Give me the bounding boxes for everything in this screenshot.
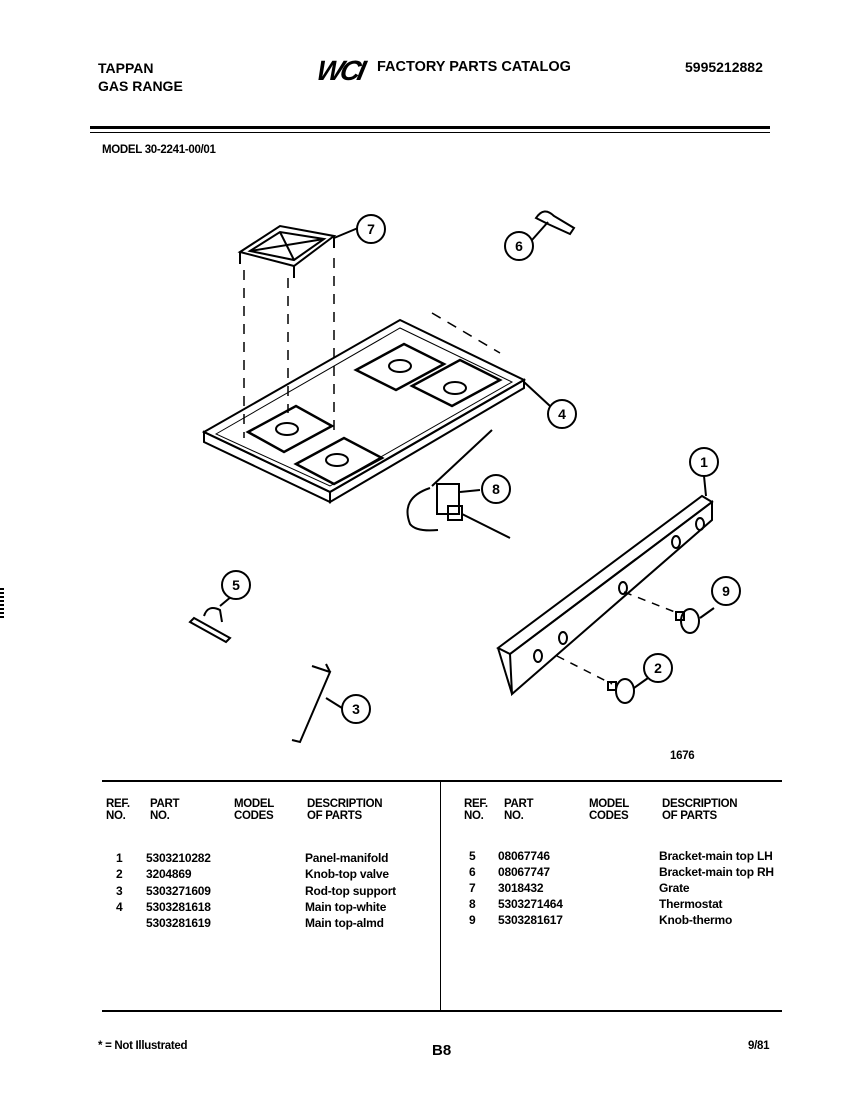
thermostat-drawing	[406, 429, 511, 539]
left-row-3-part: 5303271609	[146, 884, 211, 898]
table-rule-top	[102, 780, 782, 782]
left-row-3-ref: 3	[116, 884, 123, 898]
callout-1: 1	[689, 447, 719, 477]
header-rule-top	[90, 126, 770, 129]
bracket-rh-drawing	[531, 210, 576, 241]
svg-text:6: 6	[515, 238, 523, 254]
left-row-1-part: 5303210282	[146, 851, 211, 865]
table-center-divider	[440, 782, 441, 1010]
callout-6: 6	[504, 231, 534, 261]
header-rule-bottom	[90, 132, 770, 133]
right-row-1-desc: Bracket-main top LH	[659, 849, 773, 863]
exploded-parts-diagram: 7 6 4 8 1 5 9 2 3	[188, 210, 741, 744]
right-row-4-desc: Thermostat	[659, 897, 723, 911]
left-row-3-desc: Rod-top support	[305, 884, 396, 898]
parts-catalog-page: TAPPAN GAS RANGE WCI FACTORY PARTS CATAL…	[12, 8, 852, 1088]
model-number: MODEL 30-2241-00/01	[102, 144, 216, 156]
svg-text:8: 8	[492, 481, 500, 497]
revision-date: 9/81	[748, 1040, 770, 1052]
svg-text:3: 3	[352, 701, 360, 717]
right-row-3-desc: Grate	[659, 881, 690, 895]
callout-7: 7	[356, 214, 386, 244]
knob-thermo-drawing	[675, 608, 700, 634]
svg-text:4: 4	[558, 406, 566, 422]
callout-2: 2	[643, 653, 673, 683]
figure-number: 1676	[670, 750, 695, 762]
knob-top-valve-drawing	[607, 678, 635, 704]
callout-5: 5	[221, 570, 251, 600]
header-ref-no: REF.NO.	[464, 798, 488, 822]
right-row-4-ref: 8	[469, 897, 476, 911]
main-top-drawing	[201, 318, 527, 504]
bracket-lh-drawing	[188, 607, 232, 644]
callout-3: 3	[341, 694, 371, 724]
left-row-2-ref: 2	[116, 867, 123, 881]
left-row-5-part: 5303281619	[146, 916, 211, 930]
left-row-4-part: 5303281618	[146, 900, 211, 914]
panel-manifold-drawing	[496, 494, 714, 697]
right-row-2-part: 08067747	[498, 865, 550, 879]
right-row-5-ref: 9	[469, 913, 476, 927]
right-row-4-part: 5303271464	[498, 897, 563, 911]
left-row-2-desc: Knob-top valve	[305, 867, 389, 881]
callout-9: 9	[711, 576, 741, 606]
left-row-1-desc: Panel-manifold	[305, 851, 389, 865]
table-rule-bottom	[102, 1010, 782, 1012]
catalog-number: 5995212882	[685, 59, 763, 75]
right-row-5-desc: Knob-thermo	[659, 913, 733, 927]
right-row-1-part: 08067746	[498, 849, 550, 863]
svg-text:5: 5	[232, 577, 240, 593]
callout-4: 4	[547, 399, 577, 429]
left-row-4-ref: 4	[116, 900, 123, 914]
product-type: GAS RANGE	[98, 78, 183, 94]
svg-text:2: 2	[654, 660, 662, 676]
grate-drawing	[237, 224, 337, 278]
right-row-2-ref: 6	[469, 865, 476, 879]
right-row-1-ref: 5	[469, 849, 476, 863]
rod-top-support-drawing	[291, 663, 332, 744]
header-ref-no: REF.NO.	[106, 798, 130, 822]
brand-name: TAPPAN	[98, 60, 154, 76]
page-number: B8	[432, 1042, 452, 1059]
left-row-4-desc: Main top-white	[305, 900, 387, 914]
catalog-title: FACTORY PARTS CATALOG	[377, 59, 571, 75]
right-row-2-desc: Bracket-main top RH	[659, 865, 774, 879]
svg-text:1: 1	[700, 454, 708, 470]
footnote-not-illustrated: * = Not Illustrated	[98, 1040, 188, 1052]
left-row-5-desc: Main top-almd	[305, 916, 384, 930]
left-row-1-ref: 1	[116, 851, 123, 865]
callout-8: 8	[481, 474, 511, 504]
right-row-5-part: 5303281617	[498, 913, 563, 927]
right-row-3-ref: 7	[469, 881, 476, 895]
left-row-2-part: 3204869	[146, 867, 192, 881]
scan-edge-mark	[0, 588, 4, 618]
right-row-3-part: 3018432	[498, 881, 544, 895]
svg-text:9: 9	[722, 583, 730, 599]
svg-text:7: 7	[367, 221, 375, 237]
